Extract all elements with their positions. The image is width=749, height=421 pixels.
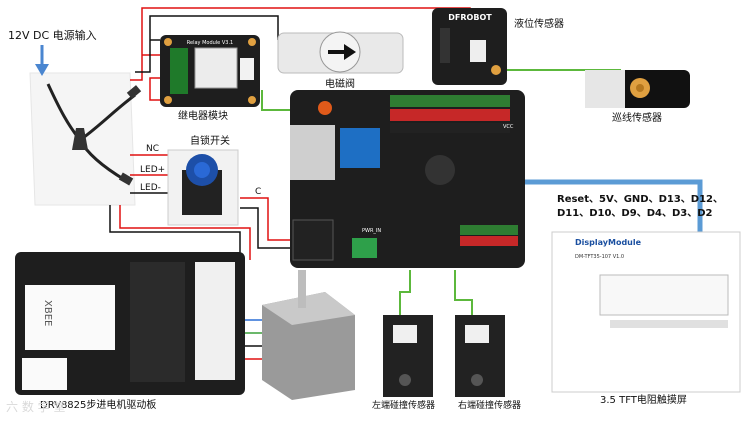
led-minus-label: LED- bbox=[140, 183, 161, 193]
arrow-right-icon bbox=[328, 44, 356, 60]
self-lock-switch-label: 自锁开关 bbox=[190, 136, 230, 147]
stepper-motor bbox=[262, 270, 355, 400]
right-switch-label: 右端碰撞传感器 bbox=[458, 401, 522, 411]
right-limit-switch bbox=[455, 315, 505, 397]
self-lock-switch bbox=[167, 149, 239, 226]
solenoid-valve-label: 电磁阀 bbox=[325, 79, 355, 90]
level-sensor-label: 液位传感器 bbox=[514, 19, 564, 30]
arrow-down-icon bbox=[35, 45, 49, 76]
dm-model: DM-TFT35-107 V1.0 bbox=[575, 254, 624, 260]
tft-pins-line1: Reset、5V、GND、D13、D12、 bbox=[557, 194, 724, 205]
line-sensor bbox=[585, 70, 690, 108]
tft-screen-label: 3.5 TFT电阻触摸屏 bbox=[600, 395, 687, 406]
display-module-logo: DisplayModule bbox=[575, 238, 642, 247]
level-sensor: DFROBOT bbox=[432, 8, 507, 85]
relay-module: Relay Module V3.1 bbox=[160, 35, 260, 107]
c-label: C bbox=[255, 187, 262, 197]
watermark: 六 数 学 堂 bbox=[6, 400, 66, 414]
left-limit-switch bbox=[383, 315, 433, 397]
left-switch-label: 左端碰撞传感器 bbox=[372, 401, 436, 411]
tft-display: DisplayModule DM-TFT35-107 V1.0 bbox=[551, 231, 741, 393]
led-plus-label: LED+ bbox=[140, 165, 166, 175]
dfrobot-logo: DFROBOT bbox=[448, 13, 492, 22]
vcc-label: VCC bbox=[503, 124, 514, 130]
stepper-driver-label: DRV8825步进电机驱动板 bbox=[40, 400, 157, 411]
arduino-board: VCC PWR_IN bbox=[290, 90, 525, 268]
solenoid-valve bbox=[277, 31, 404, 74]
relay-title: Relay Module V3.1 bbox=[187, 40, 233, 46]
stepper-driver: XBEE bbox=[15, 252, 245, 395]
line-sensor-label: 巡线传感器 bbox=[612, 113, 662, 124]
tft-pins-line2: D11、D10、D9、D4、D3、D2 bbox=[557, 208, 713, 219]
pwr-in-label: PWR_IN bbox=[362, 228, 381, 234]
power-supply-cable bbox=[29, 72, 142, 206]
power-input-label: 12V DC 电源输入 bbox=[8, 29, 97, 42]
relay-module-label: 继电器模块 bbox=[178, 111, 228, 122]
xbee-label: XBEE bbox=[42, 300, 53, 326]
nc-label: NC bbox=[146, 144, 160, 154]
